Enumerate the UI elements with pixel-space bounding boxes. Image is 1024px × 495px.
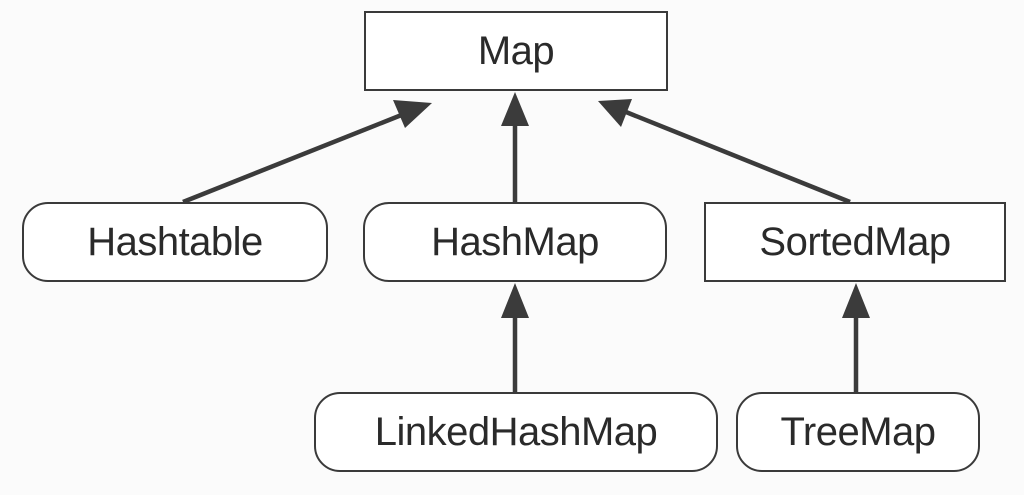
arrow-sortedmap-to-map xyxy=(625,109,851,205)
linkedhashmap-label: LinkedHashMap xyxy=(374,409,658,454)
linkedhashmap-node: LinkedHashMap xyxy=(314,392,718,472)
treemap-node: TreeMap xyxy=(736,392,980,472)
arrow-hashtable-to-map xyxy=(182,111,405,205)
hashtable-node: Hashtable xyxy=(22,202,328,282)
sortedmap-label: SortedMap xyxy=(759,219,951,264)
map-label: Map xyxy=(477,28,555,73)
arrowhead-treemap-to-sortedmap xyxy=(842,283,870,318)
sortedmap-node: SortedMap xyxy=(704,202,1006,282)
arrowhead-hashmap-to-map xyxy=(501,92,529,126)
hashmap-label: HashMap xyxy=(431,219,599,264)
arrowhead-hashtable-to-map xyxy=(393,100,432,128)
map-node: Map xyxy=(364,11,668,91)
hashtable-label: Hashtable xyxy=(87,219,263,264)
arrowhead-sortedmap-to-map xyxy=(598,99,632,127)
hashmap-node: HashMap xyxy=(363,202,667,282)
treemap-label: TreeMap xyxy=(780,409,936,454)
arrowhead-linkedhashmap-to-hashmap xyxy=(501,283,529,318)
